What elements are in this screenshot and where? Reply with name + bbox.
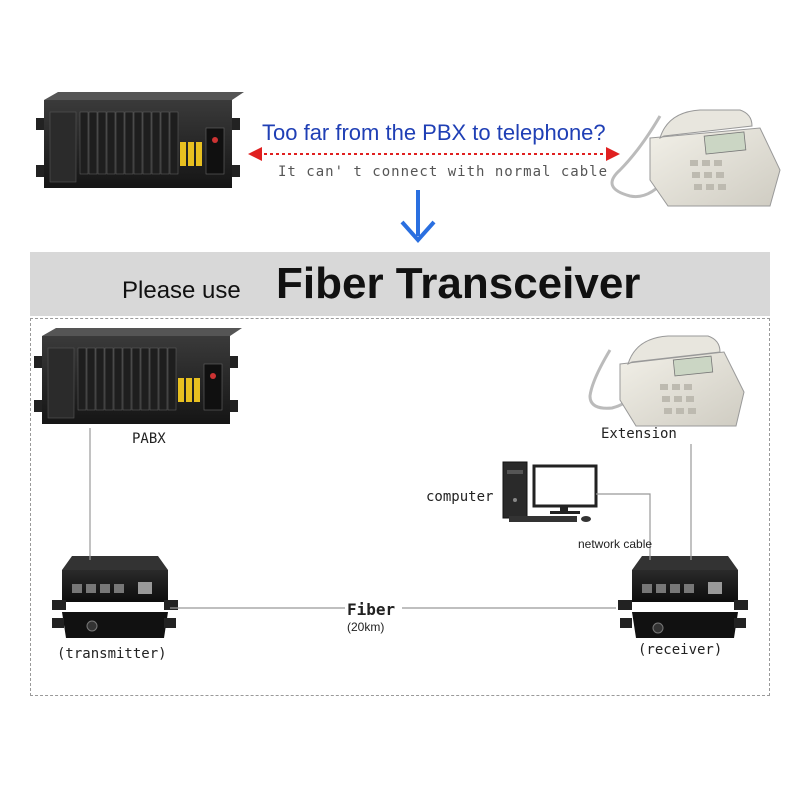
telephone-top — [610, 109, 781, 207]
network-cable-line — [596, 493, 651, 560]
distance-arrow — [248, 147, 620, 161]
banner-prefix: Please use — [122, 277, 241, 304]
fiber-distance-label: (20km) — [347, 620, 385, 634]
down-arrow — [400, 190, 436, 244]
problem-subtext: It can' t connect with normal cable — [278, 164, 609, 180]
banner-title: Fiber Transceiver — [276, 259, 641, 308]
pabx-label: PABX — [132, 431, 166, 447]
computer — [502, 461, 598, 522]
receiver-device — [618, 556, 748, 638]
pabx-rack — [34, 328, 242, 424]
receiver-label: (receiver) — [638, 642, 723, 658]
network-cable-label: network cable — [578, 537, 653, 551]
extension-label: Extension — [601, 426, 677, 442]
computer-label: computer — [426, 489, 494, 505]
transmitter-label: (transmitter) — [57, 646, 167, 662]
banner — [30, 252, 770, 316]
fiber-label: Fiber — [345, 600, 398, 619]
extension-phone — [588, 335, 745, 427]
transmitter-device — [52, 556, 178, 638]
pbx-rack-top — [36, 92, 244, 188]
connection-lines — [89, 428, 692, 609]
solution-frame — [30, 318, 770, 696]
problem-question: Too far from the PBX to telephone? — [262, 120, 606, 145]
